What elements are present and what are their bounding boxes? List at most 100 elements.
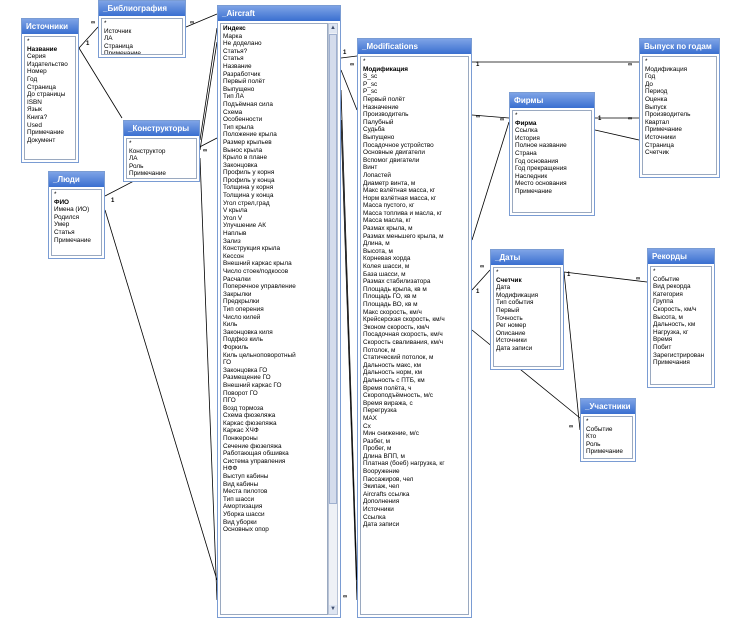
field-item[interactable]: Пассажиров, чел (363, 475, 414, 483)
field-item[interactable]: Площадь ВО, кв м (363, 301, 418, 308)
field-item[interactable]: Источник (104, 27, 132, 35)
field-item[interactable]: Места пилотов (223, 488, 268, 496)
field-item[interactable]: Корневая хорда (363, 255, 411, 263)
field-item[interactable]: Период (645, 88, 668, 96)
field-item[interactable]: Законцовка (223, 161, 258, 169)
field-item[interactable]: Тип ЛА (223, 93, 244, 101)
field-item[interactable]: Мин снижение, м/с (363, 430, 419, 438)
field-item[interactable]: Схема (223, 108, 243, 116)
field-item[interactable]: База шасси, м (363, 270, 406, 278)
field-item[interactable]: Cx (363, 422, 371, 430)
field-item[interactable]: Год (645, 73, 656, 81)
field-item[interactable]: Дальность, км (653, 321, 696, 329)
field-item[interactable]: Работающая обшивка (223, 450, 289, 458)
field-item[interactable]: Выпущено (223, 85, 255, 93)
field-item[interactable]: * (104, 20, 107, 27)
field-item[interactable]: Марка (223, 32, 242, 40)
field-item[interactable]: Нагрузка, кг (653, 328, 689, 336)
field-item[interactable]: Кто (586, 433, 597, 441)
field-item[interactable]: Дальность с ПТБ, км (363, 376, 425, 384)
field-item[interactable]: Статья (54, 228, 75, 236)
field-item[interactable]: Рег номер (496, 322, 527, 330)
field-item[interactable]: Размах крыла, м (363, 225, 413, 233)
field-item[interactable]: Примечание (645, 126, 682, 134)
field-item[interactable]: Амортизация (223, 503, 263, 511)
field-item[interactable]: Первый полёт (363, 95, 406, 103)
field-item[interactable]: Выпуск (645, 103, 667, 111)
field-item[interactable]: Скорость сваливания, км/ч (363, 338, 444, 346)
field-item[interactable]: Статический потолок, м (363, 354, 434, 362)
field-item[interactable]: Пробег, м (363, 445, 392, 453)
field-item[interactable]: Год прекращения (515, 165, 567, 173)
field-item[interactable]: Подфюз киль (223, 336, 263, 344)
field-item[interactable]: Название (223, 62, 252, 70)
field-item[interactable]: Тип события (496, 299, 534, 307)
field-item[interactable]: Источники (645, 133, 676, 141)
field-item[interactable]: Подъёмная сила (223, 100, 273, 108)
field-item[interactable]: Закрылки (223, 290, 252, 298)
field-item[interactable]: МАХ (363, 414, 377, 422)
field-item[interactable]: Диаметр винта, м (363, 179, 416, 187)
field-item[interactable]: Размах стабилизатора (363, 278, 431, 286)
field-item[interactable]: Внешний каркас крыла (223, 260, 292, 268)
field-item[interactable]: Событие (586, 425, 613, 433)
field-item[interactable]: Первый полёт (223, 78, 266, 86)
field-item[interactable]: Тип крыла (223, 123, 254, 131)
field-item[interactable]: V крыла (223, 207, 248, 215)
field-item[interactable]: Номер (27, 68, 47, 76)
field-item[interactable]: Первый (496, 306, 520, 314)
table-title[interactable]: Рекорды (648, 249, 714, 264)
field-item[interactable]: Форкиль (223, 343, 249, 351)
field-item[interactable]: Серия (27, 53, 46, 61)
field-item[interactable]: Роль (586, 440, 601, 448)
field-item[interactable]: Страна (515, 149, 537, 157)
field-item[interactable]: Квартал (645, 118, 670, 126)
field-item[interactable]: Схема фюзеляжа (223, 412, 276, 420)
field-item[interactable]: Число стоек/подкосов (223, 268, 289, 275)
field-item[interactable]: Счетчик (645, 149, 669, 157)
field-item[interactable]: Площадь ГО, кв м (363, 293, 417, 301)
field-item[interactable]: Время (653, 336, 673, 344)
field-item[interactable]: Вооружение (363, 468, 400, 476)
field-item[interactable]: Длина ВПП, м (363, 452, 405, 460)
field-item[interactable]: Профиль у конца (223, 176, 275, 184)
field-item[interactable]: Зализ (223, 237, 241, 245)
field-item[interactable]: Место основания (515, 180, 567, 188)
scroll-thumb[interactable] (329, 34, 337, 504)
field-item[interactable]: Перегрузка (363, 407, 397, 415)
field-item[interactable]: Законцовка киля (223, 328, 273, 336)
field-item[interactable]: Скороподъёмность, м/с (363, 392, 434, 400)
field-item[interactable]: Расчалки (223, 275, 251, 283)
field-item[interactable]: Дальность макс, км (363, 361, 422, 369)
field-item[interactable]: ФИО (54, 198, 70, 206)
table-title[interactable]: _Modifications (358, 39, 471, 54)
field-item[interactable]: Дополнения (363, 498, 400, 506)
field-item[interactable]: Примечание (54, 236, 91, 244)
field-item[interactable]: Группа (653, 298, 674, 306)
scroll-down-icon[interactable]: ▼ (329, 605, 337, 614)
field-item[interactable]: Предкрылки (223, 298, 260, 306)
field-item[interactable]: Профиль у корня (223, 169, 275, 177)
field-item[interactable]: Размещение ГО (223, 374, 271, 382)
field-item[interactable]: Судьба (363, 126, 385, 134)
field-item[interactable]: * (586, 418, 589, 425)
field-item[interactable]: Дата (496, 284, 511, 292)
field-item[interactable]: ЛА (129, 155, 138, 163)
field-item[interactable]: Вынос крыла (223, 146, 263, 154)
field-item[interactable]: Колея шасси, м (363, 263, 410, 271)
field-item[interactable]: Толщина у конца (223, 192, 274, 200)
field-item[interactable]: Наплыв (223, 230, 247, 238)
table-title[interactable]: _Даты (491, 250, 563, 265)
field-item[interactable]: Палубный (363, 118, 394, 126)
field-item[interactable]: Крыло в плане (223, 154, 267, 162)
field-item[interactable]: ПГО (223, 397, 236, 405)
field-item[interactable]: Примечание (586, 448, 623, 456)
field-item[interactable]: Конструктор (129, 147, 166, 155)
